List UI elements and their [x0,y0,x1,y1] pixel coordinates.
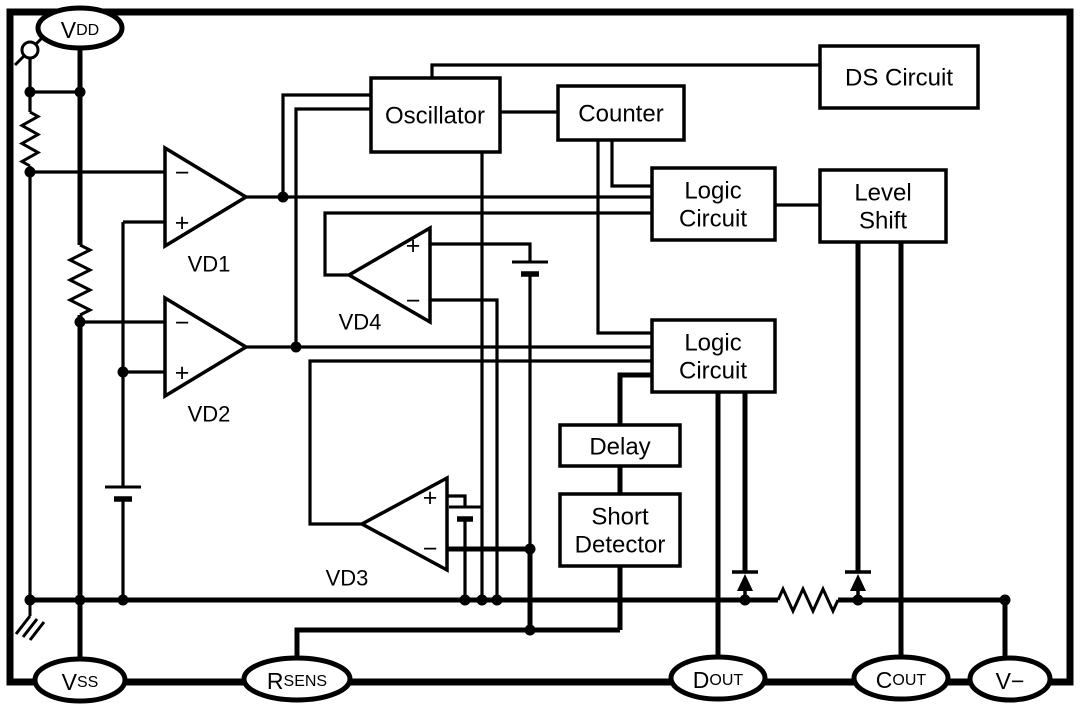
vd4-plus-sign: + [406,232,421,260]
block-logic-circuit-lower [650,318,777,394]
resistor-divider-top [18,110,42,168]
vd4-label: VD4 [339,310,382,335]
block-delay [558,423,682,468]
pin-vminus [967,655,1053,703]
short-detector-label-line1: Short [591,504,649,531]
comparator-vd1 [163,144,250,250]
pin-cout [851,654,951,702]
pin-rsens [241,655,353,703]
pin-vss [32,656,128,704]
short-detector-label-line2: Detector [575,532,666,559]
level-shift-label-line1: Level [854,180,911,207]
pin-vss-label: VSS [62,669,99,695]
block-oscillator [369,76,502,154]
comparator-vd4 [345,224,432,326]
logic-lower-label-line1: Logic [684,330,741,357]
logic-upper-label-line2: Circuit [679,206,747,233]
vd2-minus-sign: − [175,309,190,337]
delay-label: Delay [589,434,650,461]
logic-upper-label-line1: Logic [684,178,741,205]
vd1-label: VD1 [188,252,231,277]
vref-battery-vd12 [105,485,141,502]
pin-vminus-label: V− [996,668,1025,694]
pin-dout [668,654,768,702]
resistor-sense [776,585,840,615]
external-terminal-icon [13,33,47,67]
power-wires [30,48,1008,660]
pin-rsens-label: RSENS [267,668,327,694]
blocks [369,44,980,568]
junction-dots [24,86,1011,636]
comparator-vd2 [163,294,250,400]
block-counter [556,84,686,142]
pin-dout-label: DOUT [693,667,744,693]
vd1-minus-sign: − [175,159,190,187]
block-level-shift [818,168,948,244]
counter-label: Counter [578,101,663,128]
ds-circuit-label: DS Circuit [845,65,953,92]
pin-cout-label: COUT [876,667,927,693]
block-ds-circuit [818,44,980,110]
vd4-minus-sign: − [406,287,421,315]
vd3-plus-sign: + [423,484,438,512]
vd3-label: VD3 [326,566,369,591]
pin-vdd-label: VDD [61,17,99,43]
vref-battery-vd4 [512,260,548,277]
oscillator-label: Oscillator [385,103,485,130]
vd1-plus-sign: + [175,209,190,237]
comparator-vd3 [358,475,449,573]
resistor-divider-bottom [66,243,94,317]
vref-battery-vd3 [449,505,481,522]
vd2-plus-sign: + [175,359,190,387]
vd2-label: VD2 [188,402,231,427]
level-shift-label-line2: Shift [859,208,907,235]
logic-lower-label-line2: Circuit [679,358,747,385]
block-short-detector [558,492,682,568]
block-logic-circuit-upper [650,166,777,242]
signal-wires [28,58,820,600]
pin-vdd [35,5,125,51]
vd3-minus-sign: − [423,535,438,563]
pins [32,5,1053,704]
